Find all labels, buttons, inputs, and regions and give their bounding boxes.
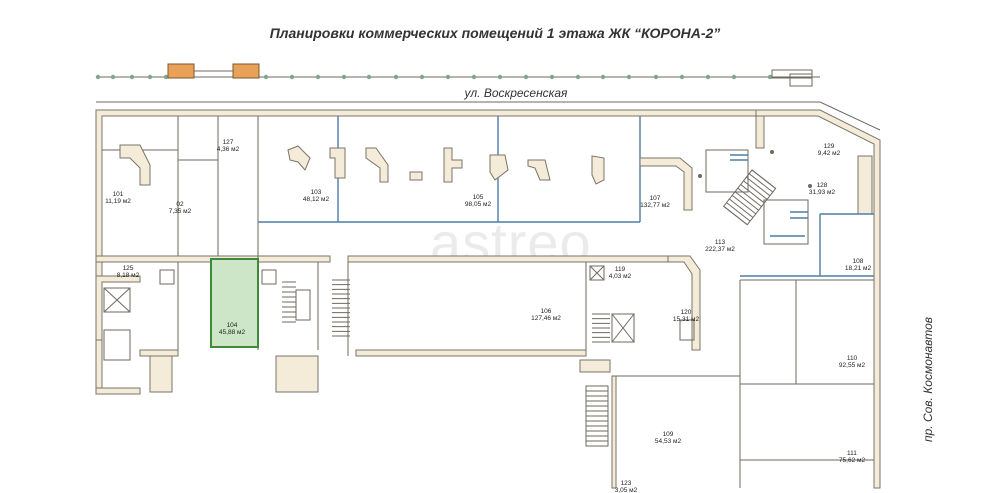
interior-walls-top xyxy=(102,116,641,256)
room-area: 11,19 м2 xyxy=(105,198,131,205)
staircase-right xyxy=(592,313,610,343)
room-area: 3,05 м2 xyxy=(615,487,638,493)
stair-step xyxy=(731,194,757,215)
center-right-block xyxy=(579,255,701,373)
fence-post xyxy=(147,74,153,80)
fence-post xyxy=(626,74,632,80)
stair-step xyxy=(743,180,768,200)
fence-post xyxy=(445,74,451,80)
stair-step xyxy=(748,173,774,193)
fence-post xyxy=(366,74,372,80)
street-label-right: пр. Сов. Космонавтов xyxy=(921,317,935,442)
room-number: 105 xyxy=(473,194,484,201)
fence-post xyxy=(289,74,295,80)
stair-step xyxy=(740,184,765,204)
room-number: 111 xyxy=(847,450,857,457)
watermark-logo: astreo xyxy=(430,211,592,274)
room-area: 4,03 м2 xyxy=(609,273,632,280)
room-number: 128 xyxy=(817,182,828,189)
corridor-walls xyxy=(95,213,874,488)
stair-step xyxy=(729,198,754,218)
fence-post xyxy=(575,74,581,80)
fence-posts xyxy=(95,74,773,80)
room-number: 104 xyxy=(227,322,238,329)
stair-step xyxy=(734,191,759,211)
fence-post xyxy=(767,74,773,80)
fence-post xyxy=(653,74,659,80)
room-number: 125 xyxy=(123,265,134,272)
staircase-left xyxy=(282,279,350,337)
room-area: 4,36 м2 xyxy=(217,146,240,153)
highlighted-room-104[interactable] xyxy=(210,258,259,348)
room-area: 9,42 м2 xyxy=(818,150,841,157)
street-fence-top xyxy=(96,76,881,131)
room-area: 222,37 м2 xyxy=(705,246,735,253)
fence-post xyxy=(549,74,555,80)
staircase-113 xyxy=(698,115,812,245)
room-area: 45,88 м2 xyxy=(219,329,246,336)
room-area: 48,12 м2 xyxy=(303,196,330,203)
room-area: 127,46 м2 xyxy=(531,315,561,322)
room-area: 54,53 м2 xyxy=(655,438,682,445)
fence-post xyxy=(419,74,425,80)
pillars xyxy=(119,144,873,215)
stair-step xyxy=(726,202,751,222)
room-number: 129 xyxy=(824,143,835,150)
room-number: 103 xyxy=(311,189,322,196)
stair-step xyxy=(746,176,771,197)
fence-post xyxy=(129,74,135,80)
room-number: 101 xyxy=(113,191,124,198)
room-number: 02 xyxy=(176,201,184,208)
room-area: 75,62 м2 xyxy=(839,457,866,464)
fence-post xyxy=(471,74,477,80)
room-area: 31,93 м2 xyxy=(809,189,836,196)
fence-post xyxy=(110,74,116,80)
room-area: 92,55 м2 xyxy=(839,362,866,369)
room-area: 7,35 м2 xyxy=(169,208,192,215)
left-block xyxy=(95,269,319,393)
room-area: 98,05 м2 xyxy=(465,201,492,208)
fence-post xyxy=(705,74,711,80)
room-number: 120 xyxy=(681,309,692,316)
fence-post xyxy=(163,74,169,80)
plan-title: Планировки коммерческих помещений 1 этаж… xyxy=(270,25,721,41)
fence-post xyxy=(315,74,321,80)
street-label-top: ул. Воскресенская xyxy=(464,86,568,100)
room-number: 113 xyxy=(715,239,726,246)
room-number: 108 xyxy=(853,258,864,265)
fence-post xyxy=(393,74,399,80)
room-number: 109 xyxy=(663,431,674,438)
room-area: 18,21 м2 xyxy=(845,265,872,272)
fence-post xyxy=(523,74,529,80)
fence-post xyxy=(497,74,503,80)
fence-post xyxy=(679,74,685,80)
fence-post xyxy=(95,74,101,80)
fence-post xyxy=(600,74,606,80)
stair-step xyxy=(751,169,776,189)
entrance-canopy xyxy=(167,63,813,87)
room-area: 132,77 м2 xyxy=(640,202,670,209)
stair-step xyxy=(737,187,762,207)
room-number: 119 xyxy=(615,266,626,273)
stair-step xyxy=(723,205,748,226)
fence-post xyxy=(263,74,269,80)
room-number: 106 xyxy=(541,308,552,315)
room-number: 110 xyxy=(847,355,858,362)
fence-post xyxy=(731,74,737,80)
room-number: 127 xyxy=(223,139,234,146)
staircase-bottom xyxy=(585,385,609,447)
room-number: 107 xyxy=(650,195,661,202)
room-area: 8,18 м2 xyxy=(117,272,140,279)
room-area: 15,31 м2 xyxy=(673,316,700,323)
room-number: 123 xyxy=(621,480,632,487)
fence-post xyxy=(341,74,347,80)
